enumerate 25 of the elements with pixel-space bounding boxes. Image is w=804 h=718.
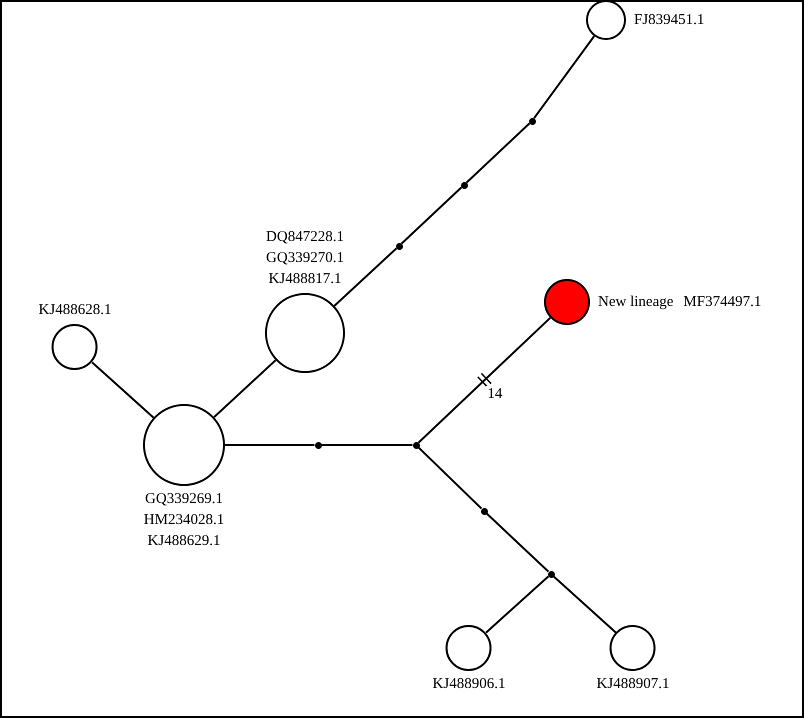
network-branch: [225, 444, 314, 446]
network-branch: [552, 576, 617, 634]
accession-label: HM234028.1: [144, 511, 224, 530]
network-branch: [418, 446, 482, 510]
network-branch: [91, 362, 154, 418]
accession-label: DQ847228.1: [266, 228, 344, 247]
network-branch: [334, 248, 398, 307]
network-branch: [213, 359, 276, 418]
network-branch: [533, 36, 595, 119]
network-branch: [418, 317, 551, 444]
network-branch: [486, 512, 550, 572]
network-branch: [485, 576, 550, 634]
accession-label: KJ488817.1: [268, 270, 342, 289]
accession-label: KJ488629.1: [148, 532, 220, 551]
accession-label: KJ488907.1: [596, 675, 670, 694]
network-branch: [466, 122, 530, 184]
accession-label: FJ839451.1: [634, 10, 704, 30]
accession-label: GQ339270.1: [266, 249, 344, 268]
accession-label: New lineage: [598, 292, 674, 312]
accession-label: KJ488628.1: [38, 301, 112, 320]
accession-label: MF374497.1: [683, 292, 762, 312]
network-branch: [400, 186, 462, 244]
network-branch: [322, 444, 412, 446]
accession-label: GQ339269.1: [145, 490, 223, 509]
accession-label: KJ488906.1: [432, 675, 506, 694]
